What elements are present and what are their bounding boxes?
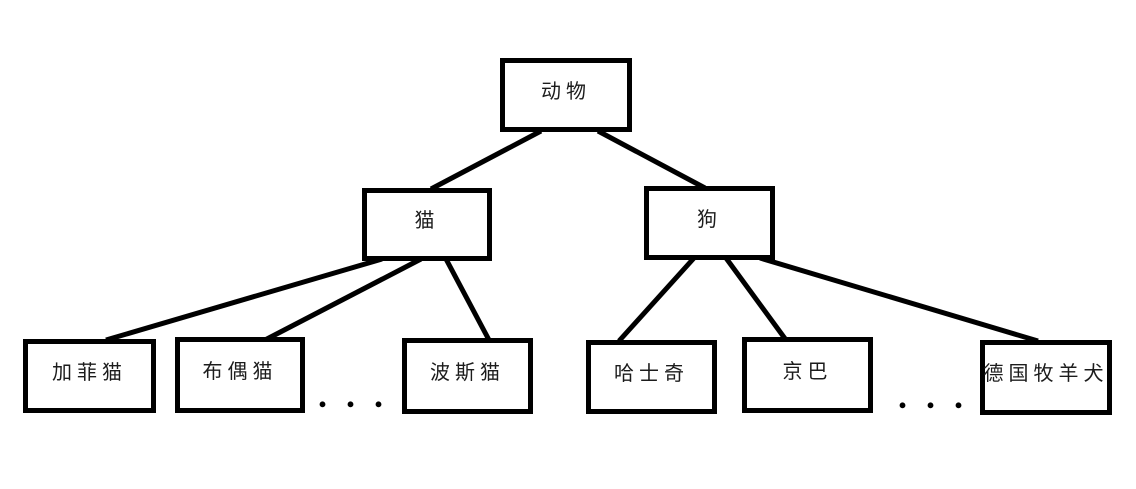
- node-animal-label: 动物: [541, 80, 591, 103]
- node-ragdoll-cat: 布偶猫: [175, 337, 305, 413]
- node-animal: 动物: [500, 58, 632, 132]
- node-persian-cat: 波斯猫: [402, 338, 533, 414]
- edge-animal-dog: [596, 128, 707, 191]
- edge-dog-pekingese: [723, 256, 789, 342]
- edge-cat-ragdoll: [263, 256, 423, 343]
- node-pekingese-label: 京巴: [782, 360, 833, 383]
- node-garfield-cat-label: 加菲猫: [52, 361, 127, 384]
- node-husky: 哈士奇: [586, 340, 717, 414]
- node-dog-label: 狗: [697, 208, 722, 231]
- edge-animal-cat: [429, 128, 543, 192]
- edge-dog-german-shepherd: [759, 255, 1039, 344]
- ellipsis-more-cats: . . .: [318, 375, 388, 415]
- edge-cat-garfield: [105, 256, 383, 343]
- node-cat: 猫: [362, 188, 492, 261]
- node-german-shepherd: 德国牧羊犬: [980, 340, 1112, 415]
- node-husky-label: 哈士奇: [614, 362, 689, 385]
- node-persian-cat-label: 波斯猫: [430, 361, 505, 384]
- ellipsis-more-dogs: . . .: [898, 376, 968, 416]
- node-ragdoll-cat-label: 布偶猫: [202, 360, 278, 383]
- node-garfield-cat: 加菲猫: [23, 339, 156, 413]
- edge-cat-persian: [443, 257, 492, 342]
- node-dog: 狗: [644, 186, 775, 260]
- node-pekingese: 京巴: [742, 337, 873, 413]
- edge-dog-husky: [617, 256, 696, 343]
- node-cat-label: 猫: [414, 210, 440, 232]
- node-german-shepherd-label: 德国牧羊犬: [983, 363, 1109, 385]
